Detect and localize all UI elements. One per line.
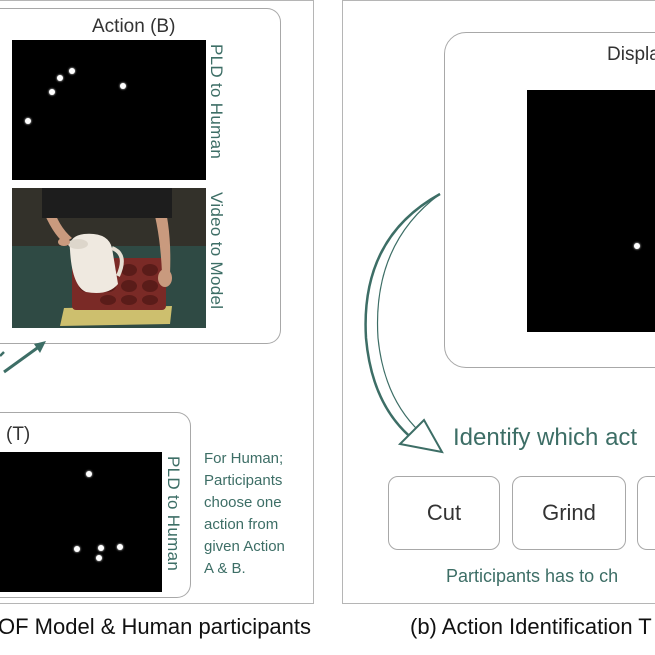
pld-image-action-b (12, 40, 206, 180)
option-button-cut[interactable]: Cut (388, 476, 500, 550)
target-title: (T) (6, 424, 31, 445)
pld-dot (74, 546, 80, 552)
pld-dot (49, 89, 55, 95)
pld-dot (86, 471, 92, 477)
pld-dot (25, 118, 31, 124)
action-b-title: Action (B) (92, 16, 176, 37)
pld-dot (96, 555, 102, 561)
pld-dot (120, 83, 126, 89)
display-title: Displa (607, 44, 655, 65)
side-note-line: Participants (204, 472, 283, 489)
pld-dot (98, 545, 104, 551)
caption-panel-b: (b) Action Identification T (410, 614, 652, 639)
video-to-model-label: Video to Model (207, 192, 226, 310)
pld-image-target (0, 452, 162, 592)
side-note: For Human; Participants choose one actio… (204, 448, 285, 580)
side-note-line: choose one (204, 494, 282, 511)
pld-dot (634, 243, 640, 249)
side-note-line: For Human; (204, 450, 284, 467)
pld-dot (57, 75, 63, 81)
caption-panel-a: OF Model & Human participants (0, 614, 312, 639)
curved-arrow-icon (364, 192, 444, 454)
side-note-line: given Action (204, 538, 285, 555)
display-pld-image (527, 90, 655, 332)
side-note-line: action from (204, 516, 279, 533)
option-button-grind[interactable]: Grind (512, 476, 626, 550)
side-note-line: A & B. (204, 560, 246, 577)
participants-footer: Participants has to ch (446, 566, 619, 586)
pld-to-human-label-top: PLD to Human (207, 44, 226, 160)
identify-prompt: Identify which act (453, 424, 638, 451)
pld-dot (117, 544, 123, 550)
arrow-up-icon (0, 341, 46, 374)
video-frame-image (12, 188, 206, 328)
option-button-third[interactable] (637, 476, 655, 550)
pld-dot (69, 68, 75, 74)
pld-to-human-label-bottom: PLD to Human (164, 456, 183, 572)
